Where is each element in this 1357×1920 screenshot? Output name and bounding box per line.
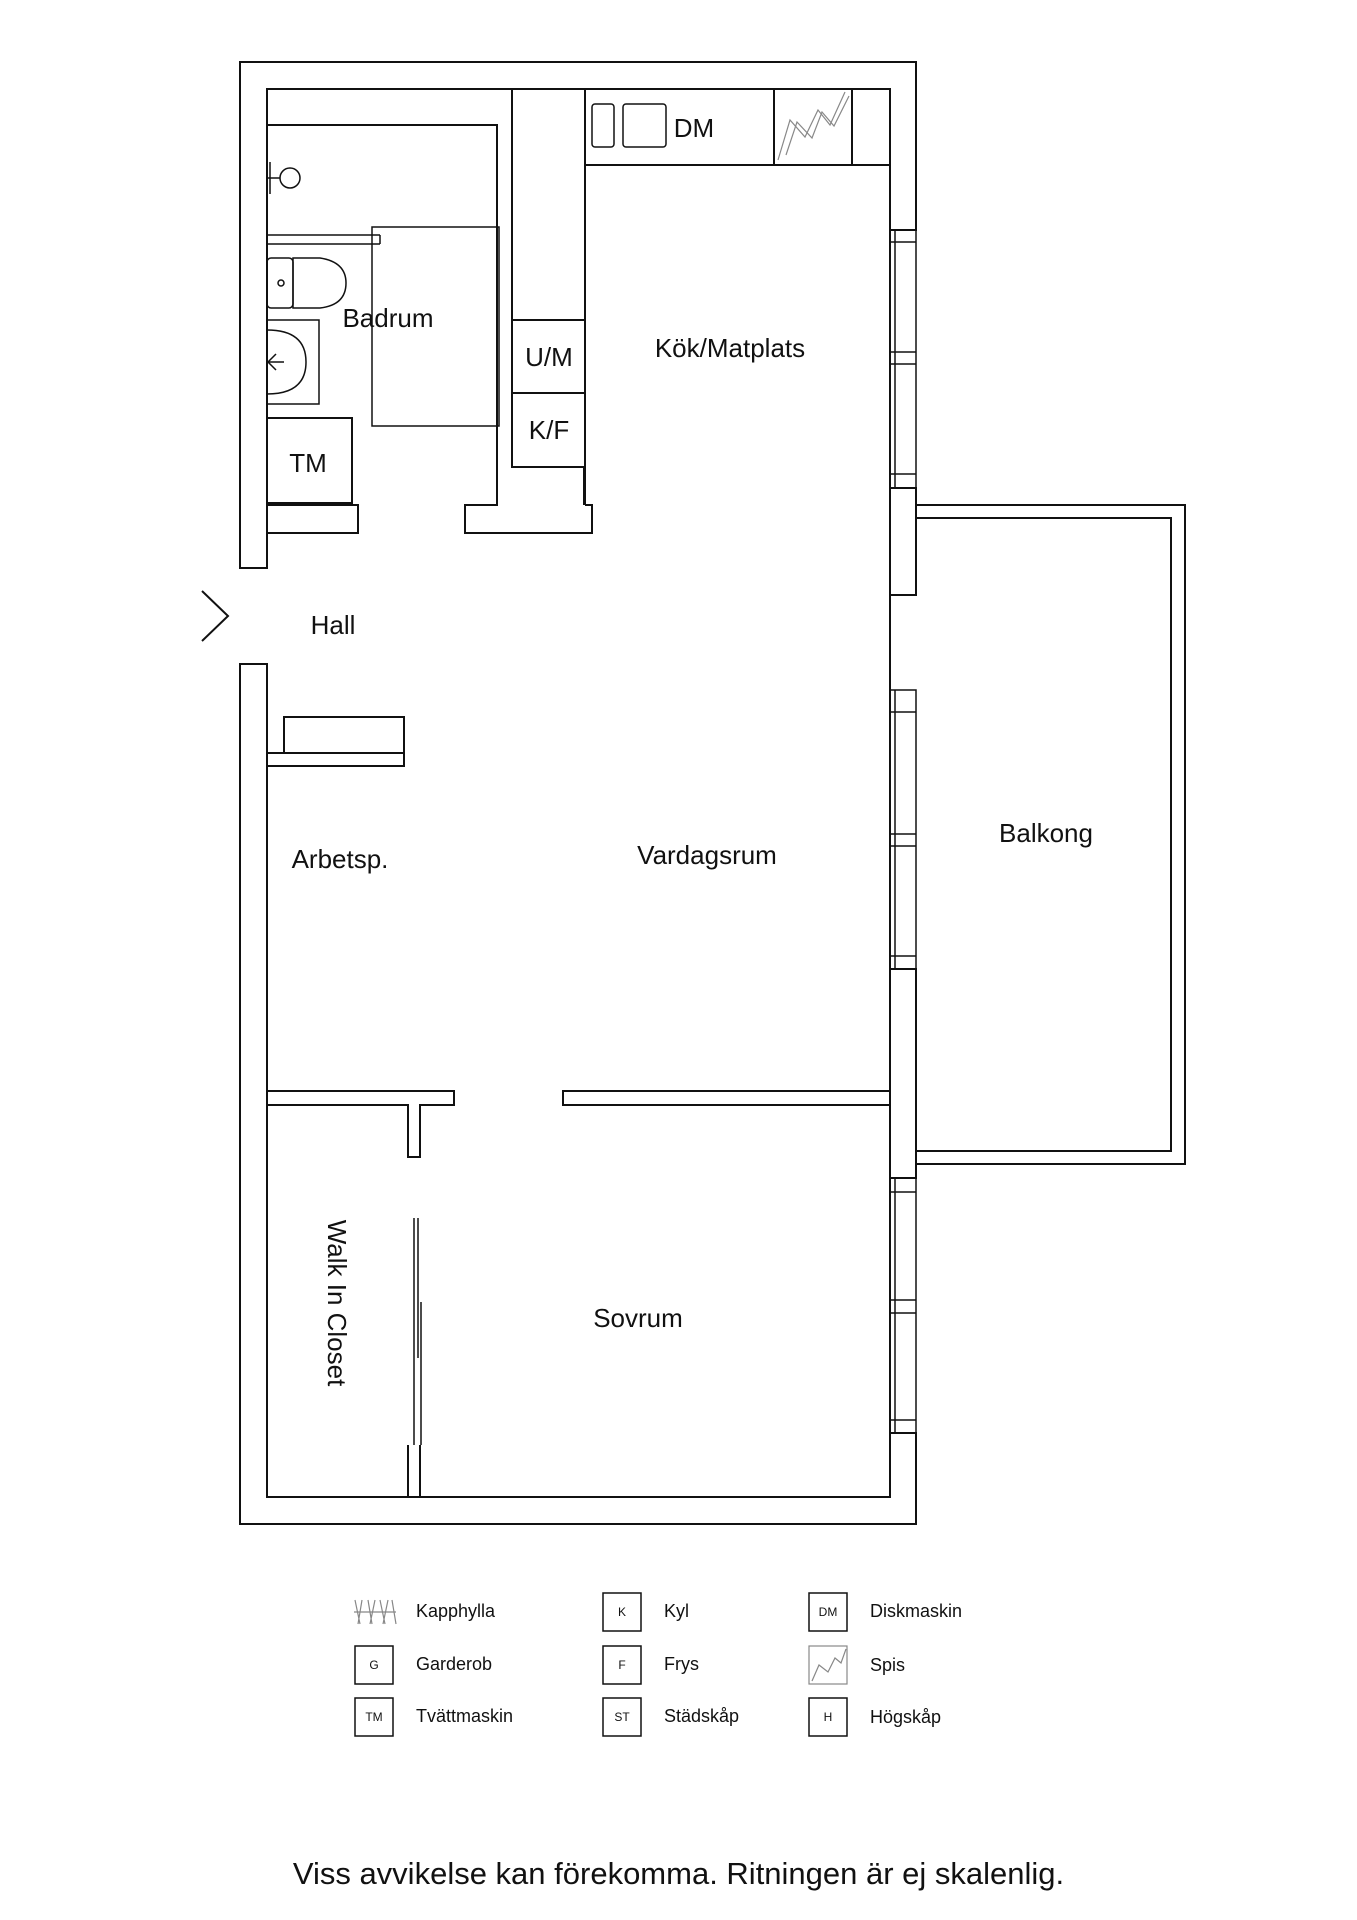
- legend-label: Tvättmaskin: [416, 1706, 513, 1726]
- legend-item-garderob: G Garderob: [354, 1645, 492, 1685]
- room-label-hall: Hall: [311, 610, 356, 640]
- legend-label: Spis: [870, 1655, 905, 1675]
- room-label-walk-in-closet: Walk In Closet: [322, 1220, 352, 1387]
- room-label-badrum: Badrum: [342, 303, 433, 333]
- legend-item-spis: Spis: [808, 1645, 905, 1685]
- interior-walls-lower: [266, 1090, 890, 1498]
- legend-symbol: G: [369, 1658, 378, 1672]
- bathroom-walls: [266, 124, 593, 545]
- legend-item-frys: F Frys: [602, 1645, 699, 1685]
- sink-icon: [267, 162, 301, 194]
- stove-icon: [777, 91, 850, 161]
- legend-label: Garderob: [416, 1654, 492, 1674]
- entrance-arrow-icon: [201, 590, 230, 642]
- balcony-outline: [916, 504, 1186, 1165]
- fixture-label-um: U/M: [525, 342, 573, 372]
- legend-label: Högskåp: [870, 1707, 941, 1727]
- legend: Kapphylla G Garderob TM Tvättmaskin K Ky…: [354, 1592, 962, 1737]
- kitchen-cabinets: [511, 89, 890, 505]
- legend-item-hogskap: H Högskåp: [808, 1697, 941, 1737]
- legend-label: Frys: [664, 1654, 699, 1674]
- legend-label: Kyl: [664, 1601, 689, 1621]
- room-label-arbetsp: Arbetsp.: [292, 844, 389, 874]
- legend-item-kapphylla: Kapphylla: [354, 1599, 496, 1625]
- exterior-walls: [239, 61, 917, 1525]
- legend-label: Diskmaskin: [870, 1601, 962, 1621]
- shower-icon: [266, 319, 320, 405]
- stove-icon: [808, 1645, 848, 1685]
- legend-symbol: DM: [819, 1605, 838, 1619]
- legend-symbol: F: [618, 1658, 625, 1672]
- footer-note: Viss avvikelse kan förekomma. Ritningen …: [292, 1856, 1065, 1891]
- room-label-kok: Kök/Matplats: [655, 333, 805, 363]
- washing-machine: [266, 417, 353, 504]
- legend-item-kyl: K Kyl: [602, 1592, 689, 1632]
- legend-symbol: H: [824, 1710, 833, 1724]
- legend-item-diskmaskin: DM Diskmaskin: [808, 1592, 962, 1632]
- window-living: [889, 689, 917, 970]
- room-label-sovrum: Sovrum: [593, 1303, 683, 1333]
- fixture-label-dm: DM: [674, 113, 714, 143]
- fixture-label-kf: K/F: [529, 415, 569, 445]
- legend-label: Kapphylla: [416, 1601, 496, 1621]
- coat-shelf: [267, 716, 405, 767]
- legend-symbol: TM: [365, 1710, 382, 1724]
- legend-symbol: K: [618, 1605, 626, 1619]
- room-label-balkong: Balkong: [999, 818, 1093, 848]
- toilet-icon: [266, 257, 347, 309]
- room-label-vardagsrum: Vardagsrum: [637, 840, 777, 870]
- fixture-label-tm: TM: [289, 448, 327, 478]
- bathroom-fixtures: [267, 226, 500, 427]
- legend-item-stadskap: ST Städskåp: [602, 1697, 739, 1737]
- coat-rack-icon: [354, 1599, 397, 1625]
- legend-symbol: ST: [614, 1710, 630, 1724]
- window-bedroom: [889, 1177, 917, 1434]
- legend-item-tvattmaskin: TM Tvättmaskin: [354, 1697, 513, 1737]
- legend-label: Städskåp: [664, 1706, 739, 1726]
- window-kitchen: [889, 229, 917, 489]
